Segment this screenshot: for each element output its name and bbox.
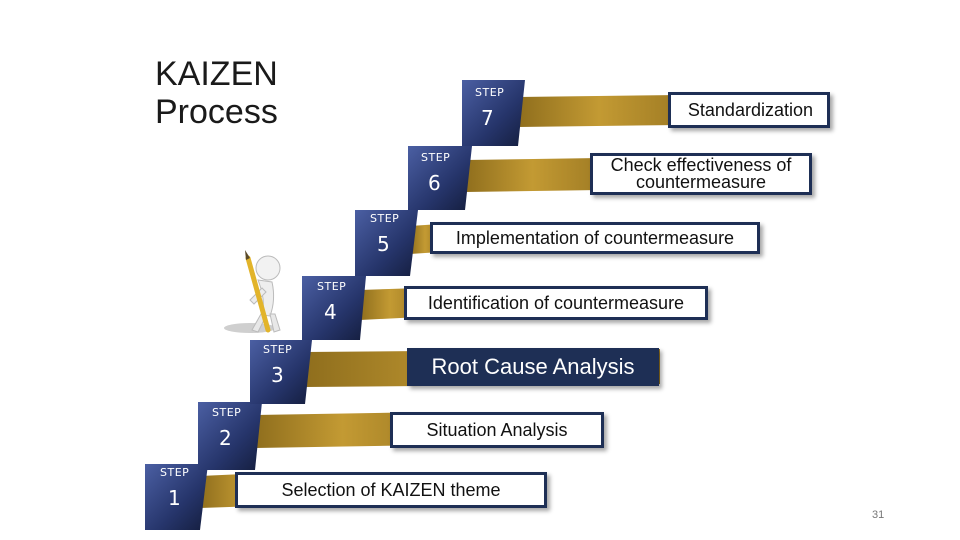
step-label-7-text: Standardization bbox=[687, 100, 813, 120]
step-label-6-text-line1: Check effectiveness of bbox=[610, 155, 792, 175]
step-number-7: 7 bbox=[481, 106, 494, 130]
step-label-2-text: Situation Analysis bbox=[426, 420, 568, 440]
step-label-4-text: Identification of countermeasure bbox=[427, 293, 685, 313]
step-label-2: Situation Analysis bbox=[390, 412, 604, 448]
connector-step-7 bbox=[518, 95, 680, 127]
step-number-6: 6 bbox=[428, 171, 441, 195]
step-tag-7: STEP bbox=[475, 86, 505, 99]
step-label-6: Check effectiveness of countermeasure bbox=[590, 153, 812, 195]
connector-step-2 bbox=[255, 412, 430, 448]
step-block-4 bbox=[302, 276, 366, 340]
step-label-3: Root Cause Analysis bbox=[407, 348, 659, 386]
step-tag-1: STEP bbox=[160, 466, 190, 479]
page-number: 31 bbox=[872, 509, 885, 521]
step-number-1: 1 bbox=[168, 486, 181, 510]
step-block-7 bbox=[462, 80, 525, 146]
step-block-6 bbox=[408, 146, 472, 210]
step-tag-6: STEP bbox=[421, 151, 451, 164]
step-number-2: 2 bbox=[219, 426, 232, 450]
step-blocks bbox=[145, 80, 525, 530]
step-label-5-text: Implementation of countermeasure bbox=[455, 228, 735, 248]
step-block-5 bbox=[355, 210, 418, 276]
step-label-7: Standardization bbox=[668, 92, 830, 128]
step-label-3-text: Root Cause Analysis bbox=[431, 354, 635, 379]
step-label-1-text: Selection of KAIZEN theme bbox=[281, 480, 501, 500]
figure-with-pencil-icon bbox=[224, 250, 281, 333]
title-line-1: KAIZEN bbox=[155, 55, 278, 93]
step-number-3: 3 bbox=[271, 363, 284, 387]
step-label-5: Implementation of countermeasure bbox=[430, 222, 760, 254]
step-block-3 bbox=[250, 340, 312, 404]
step-label-6-text-line2: countermeasure bbox=[635, 172, 767, 192]
step-block-1 bbox=[145, 464, 208, 530]
step-number-4: 4 bbox=[324, 300, 337, 324]
step-label-1: Selection of KAIZEN theme bbox=[235, 472, 547, 508]
step-tag-2: STEP bbox=[212, 406, 242, 419]
step-number-5: 5 bbox=[377, 232, 390, 256]
step-label-4: Identification of countermeasure bbox=[404, 286, 708, 320]
step-tag-4: STEP bbox=[317, 280, 347, 293]
connector-step-6 bbox=[465, 158, 600, 192]
step-tag-3: STEP bbox=[263, 343, 293, 356]
step-tag-5: STEP bbox=[370, 212, 400, 225]
title-line-2: Process bbox=[155, 93, 278, 131]
step-block-2 bbox=[198, 402, 262, 470]
slide-title: KAIZEN Process bbox=[155, 55, 278, 131]
